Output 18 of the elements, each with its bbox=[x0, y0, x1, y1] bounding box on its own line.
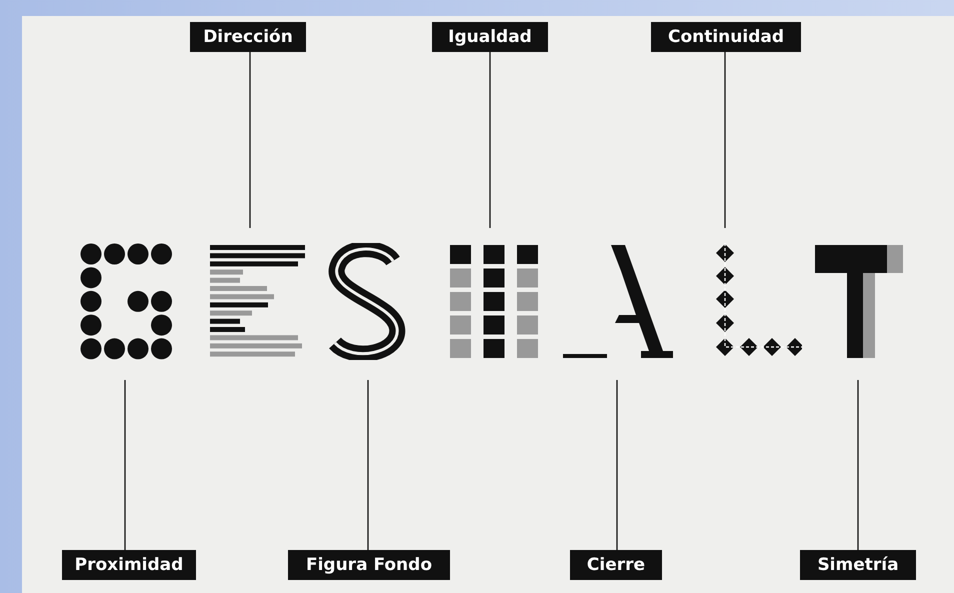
leader-line bbox=[857, 380, 859, 550]
leader-line bbox=[249, 52, 251, 228]
leader-line bbox=[124, 380, 126, 550]
term-label: Cierre bbox=[570, 550, 662, 580]
term-label: Dirección bbox=[190, 22, 306, 52]
open-letter-drawing bbox=[563, 243, 676, 360]
term-label: Figura Fondo bbox=[288, 550, 450, 580]
leader-line bbox=[367, 380, 369, 550]
leader-line bbox=[489, 52, 491, 228]
dot-letter-drawing bbox=[80, 243, 173, 360]
leader-line bbox=[616, 380, 618, 550]
shadow-letter-drawing bbox=[815, 243, 903, 360]
term-label: Continuidad bbox=[651, 22, 801, 52]
term-label: Simetría bbox=[800, 550, 916, 580]
square-grid-drawing bbox=[450, 243, 538, 360]
term-label: Igualdad bbox=[432, 22, 548, 52]
term-label: Proximidad bbox=[62, 550, 196, 580]
leader-line bbox=[724, 52, 726, 228]
